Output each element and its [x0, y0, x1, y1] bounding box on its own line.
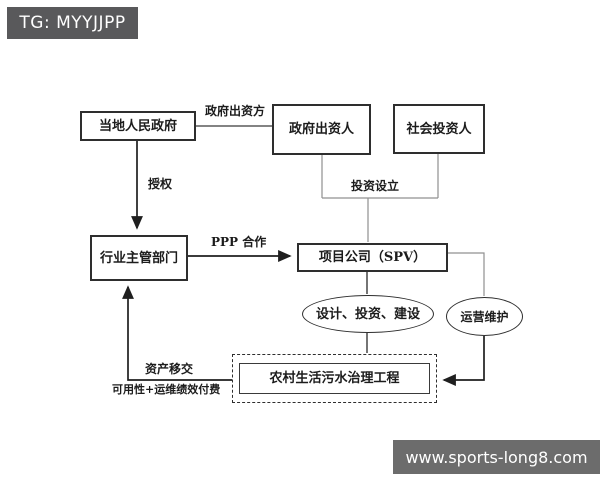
node-operation-maintenance: 运营维护	[446, 297, 523, 336]
edge-label-authorization: 授权	[148, 177, 173, 191]
edge-om-project-arrow	[442, 336, 485, 386]
edge-label-gov-funder: 政府出资方	[205, 104, 266, 118]
node-industry-department: 行业主管部门	[90, 235, 188, 281]
edge-label-ppp-cooperation: PPP 合作	[211, 235, 267, 249]
edge-label-availability-payment: 可用性+运维绩效付费	[112, 383, 221, 396]
edge-label-invest-establish: 投资设立	[351, 179, 400, 193]
watermark-telegram-badge: TG: MYYJJPP	[7, 7, 138, 39]
node-rural-sewage-project: 农村生活污水治理工程	[239, 363, 430, 394]
node-design-invest-build: 设计、投资、建设	[302, 295, 434, 333]
node-project-company-spv: 项目公司（SPV）	[297, 243, 448, 272]
node-government-investor: 政府出资人	[272, 104, 371, 155]
edge-payment-loop-arrow	[122, 285, 232, 381]
node-local-government: 当地人民政府	[80, 111, 196, 141]
edge-invest-establish-lines	[321, 154, 439, 242]
edge-spv-om-line	[448, 252, 485, 296]
watermark-site-badge: www.sports-long8.com	[393, 440, 600, 474]
node-project-dashed-frame: 农村生活污水治理工程	[232, 354, 437, 403]
edge-label-asset-transfer: 资产移交	[145, 362, 194, 376]
node-social-investor: 社会投资人	[393, 104, 485, 154]
